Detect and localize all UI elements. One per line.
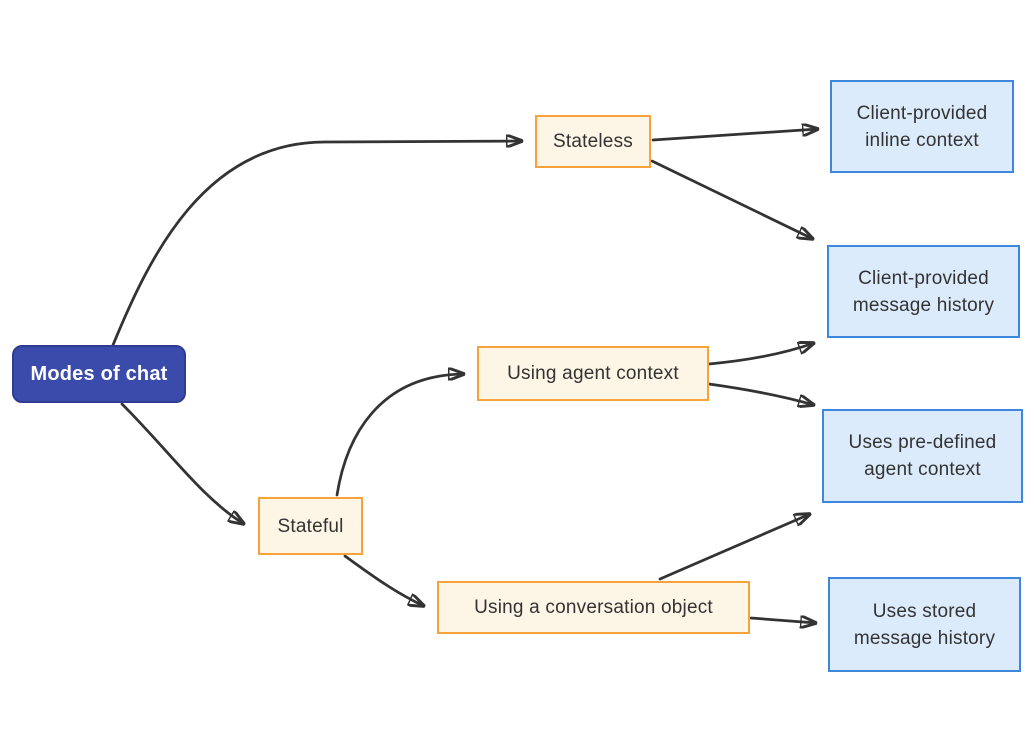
edge-conversation-object-predefined-context <box>658 514 810 581</box>
node-client-provided-inline-context: Client-provided inline context <box>830 80 1014 173</box>
edge-agent-context-predefined-context <box>707 382 814 405</box>
edge-stateless-message-history <box>650 159 813 239</box>
edge-stateless-inline-context <box>651 129 818 142</box>
node-stateless: Stateless <box>535 115 651 168</box>
edge-agent-context-message-history <box>707 343 814 366</box>
node-using-a-conversation-object: Using a conversation object <box>437 581 750 634</box>
edge-stateful-agent-context <box>335 374 466 497</box>
node-modes-of-chat: Modes of chat <box>12 345 186 403</box>
node-uses-stored-message-history: Uses stored message history <box>828 577 1021 672</box>
node-client-provided-message-history: Client-provided message history <box>827 245 1020 338</box>
edge-stateful-conversation-object <box>343 554 424 606</box>
edge-root-stateful <box>120 402 244 524</box>
node-stateful: Stateful <box>258 497 363 555</box>
edge-conversation-object-stored-history <box>749 618 816 623</box>
node-uses-pre-defined-agent-context: Uses pre-defined agent context <box>822 409 1023 503</box>
node-using-agent-context: Using agent context <box>477 346 709 401</box>
edge-root-stateless <box>111 141 524 347</box>
